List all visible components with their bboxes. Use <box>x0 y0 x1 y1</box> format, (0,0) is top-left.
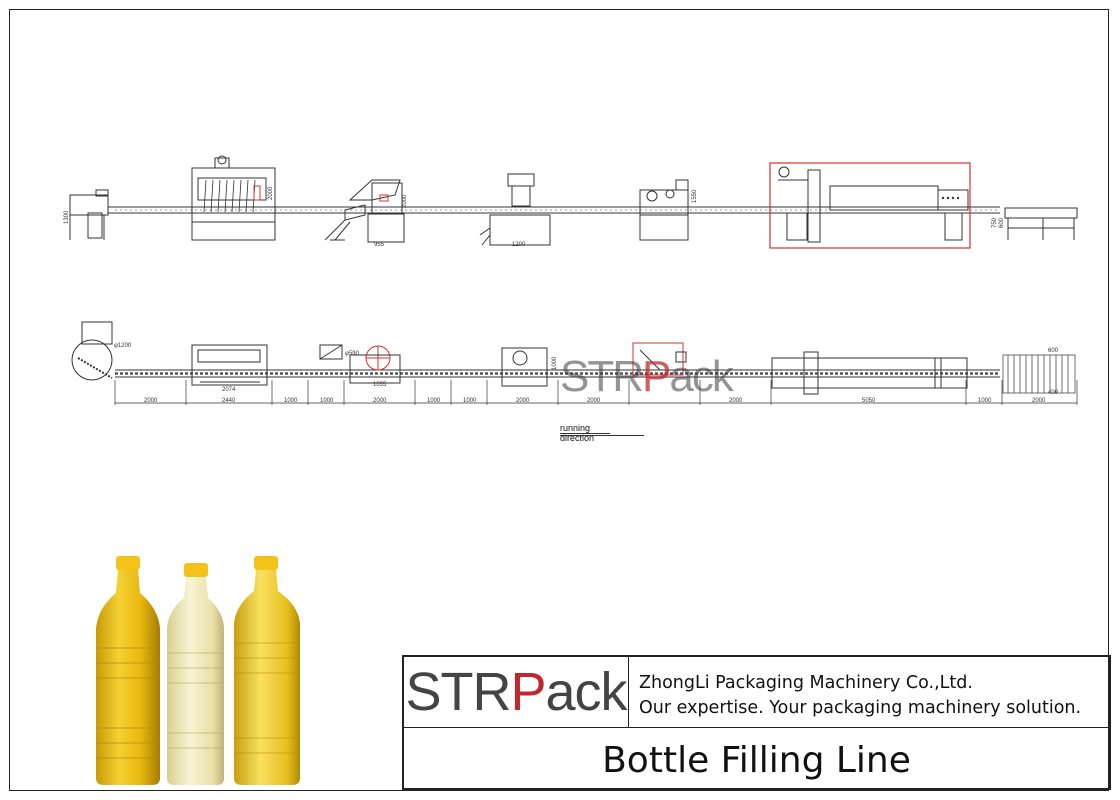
side-unscrambler-table <box>69 189 109 240</box>
top-inner-dim-label: 2074 <box>222 387 236 393</box>
side-dim-label: 600 <box>999 217 1005 228</box>
side-dim-label: 1300 <box>64 210 70 224</box>
watermark-logo: STRPack <box>560 352 734 401</box>
side-accumulation-table <box>1004 207 1078 240</box>
top-dim-label: 2000 <box>516 398 530 404</box>
drawing-title: Bottle Filling Line <box>602 739 911 781</box>
side-filling-machine <box>191 155 276 241</box>
side-sealing-machine <box>479 173 551 246</box>
top-view-dimensions: φ1200 φ590 2000 2440 1000 1000 2000 1000… <box>114 343 1059 404</box>
top-diameter-label: φ1200 <box>114 343 132 349</box>
side-dim-label: 1550 <box>692 189 698 203</box>
top-dim-label: 1000 <box>284 398 298 404</box>
top-dim-label: 1000 <box>320 398 334 404</box>
top-inner-dim-label: 400 <box>1048 390 1059 396</box>
running-direction-underline <box>560 433 610 434</box>
top-dim-label: 5050 <box>862 398 876 404</box>
side-view-dimensions: 1300 2000 955 2000 1200 1550 750 600 <box>64 186 1005 248</box>
top-dim-label: 1000 <box>463 398 477 404</box>
top-view <box>71 321 1078 405</box>
top-dim-label: 2440 <box>222 398 236 404</box>
drawing-title-row: Bottle Filling Line <box>404 727 1109 788</box>
company-info: ZhongLi Packaging Machinery Co.,Ltd. Our… <box>629 657 1109 727</box>
side-labeling-machine <box>639 179 689 241</box>
top-dim-label: 2000 <box>1032 398 1046 404</box>
oil-bottles-image <box>96 556 300 785</box>
top-filling-machine <box>191 344 268 386</box>
top-inner-dim-label: 1055 <box>373 382 387 388</box>
side-dim-label: 750 <box>992 217 998 228</box>
bottle-1 <box>96 556 160 785</box>
bottle-3 <box>234 556 300 785</box>
side-shrink-tunnel <box>769 162 971 249</box>
side-dim-label: 2000 <box>268 186 274 200</box>
bottle-2 <box>167 563 224 785</box>
top-capping-machine <box>319 344 401 384</box>
top-dim-label: 1000 <box>427 398 441 404</box>
top-labeling-machine <box>632 342 687 376</box>
top-accumulation-table <box>1002 354 1076 394</box>
top-dim-label: 2000 <box>373 398 387 404</box>
top-diameter-label: φ590 <box>345 351 360 357</box>
side-dim-label: 955 <box>374 242 385 248</box>
company-logo: STRPack <box>404 657 629 727</box>
top-inner-dim-label: 600 <box>1048 348 1059 354</box>
side-dim-label: 1200 <box>512 242 526 248</box>
top-dim-label: 1000 <box>978 398 992 404</box>
top-dim-label: 2000 <box>587 398 601 404</box>
company-slogan: Our expertise. Your packaging machinery … <box>639 698 1082 718</box>
side-dim-label: 2000 <box>402 194 408 208</box>
top-dimension-chain <box>114 380 1078 405</box>
top-dim-label: 2000 <box>729 398 743 404</box>
top-shrink-tunnel <box>771 351 968 395</box>
side-capping-machine <box>324 179 405 243</box>
top-inner-dim-label: 1000 <box>552 356 558 370</box>
title-block: STRPack ZhongLi Packaging Machinery Co.,… <box>402 655 1111 790</box>
drawing-frame <box>9 9 1109 791</box>
top-dim-label: 2000 <box>144 398 158 404</box>
company-name: ZhongLi Packaging Machinery Co.,Ltd. <box>639 673 973 693</box>
top-sealing-machine <box>501 347 548 387</box>
running-direction-line2: direction <box>560 433 595 443</box>
running-direction-label: running direction <box>560 423 594 443</box>
logo-wordmark: STRPack <box>405 662 627 722</box>
top-unscrambler <box>71 321 113 381</box>
side-view <box>69 155 1078 249</box>
running-direction-arrow-line <box>560 435 644 436</box>
running-direction-line1: running <box>560 423 591 433</box>
